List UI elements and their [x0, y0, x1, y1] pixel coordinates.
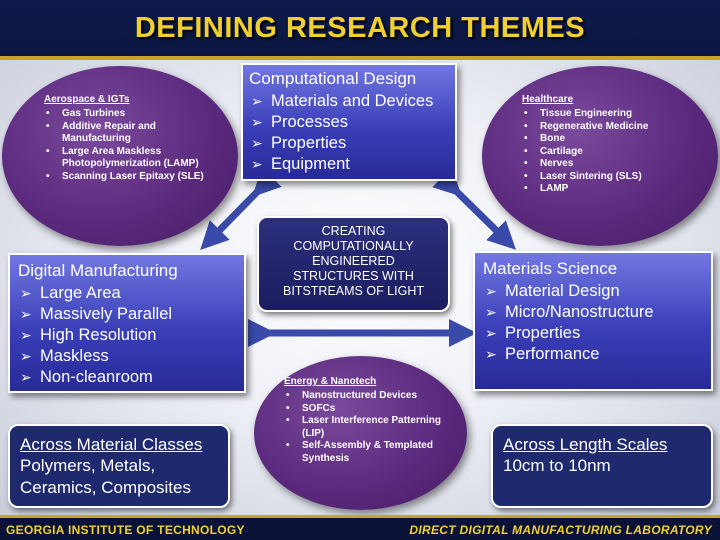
materials-science-box: Materials Science ➢Material Design ➢Micr…: [473, 251, 713, 391]
length-scales-title: Across Length Scales: [503, 435, 668, 454]
list-item: •Additive Repair and Manufacturing: [46, 120, 156, 145]
center-line: ENGINEERED: [312, 254, 395, 268]
footer-lab: DIRECT DIGITAL MANUFACTURING LABORATORY: [409, 523, 712, 537]
material-classes-title: Across Material Classes: [20, 435, 203, 454]
list-item: •Gas Turbines: [46, 108, 126, 119]
arrow-bullet-icon: ➢: [251, 114, 263, 130]
list-item: •Large Area Maskless Photopolymerization…: [46, 145, 199, 170]
list-item: •Cartilage: [524, 145, 583, 157]
arrow-bullet-icon: ➢: [20, 327, 32, 343]
healthcare-title: Healthcare: [522, 94, 574, 105]
length-scales-line: 10cm to 10nm: [503, 456, 611, 475]
list-item: •Scanning Laser Epitaxy (SLE): [46, 170, 204, 182]
digital-manufacturing-title: Digital Manufacturing: [18, 261, 178, 280]
list-item: ➢Non-cleanroom: [20, 368, 153, 386]
energy-list: •Nanostructured Devices •SOFCs •Laser In…: [284, 390, 454, 465]
digital-manufacturing-list: ➢Large Area ➢Massively Parallel ➢High Re…: [18, 283, 236, 388]
center-line: CREATING: [321, 224, 386, 238]
list-item: ➢Material Design: [485, 282, 620, 300]
center-line: COMPUTATIONALLY: [293, 239, 414, 253]
list-item: •SOFCs: [286, 402, 336, 414]
slide-title: DEFINING RESEARCH THEMES: [134, 12, 586, 44]
list-item: ➢Massively Parallel: [20, 305, 173, 323]
list-item: •LAMP: [524, 183, 569, 194]
list-item: ➢Properties: [485, 324, 581, 342]
list-item: •Laser Sintering (SLS): [524, 170, 642, 182]
footer-bar: GEORGIA INSTITUTE OF TECHNOLOGY DIRECT D…: [0, 515, 720, 540]
center-statement-box: CREATING COMPUTATIONALLY ENGINEERED STRU…: [257, 216, 450, 312]
energy-oval: Energy & Nanotech •Nanostructured Device…: [254, 356, 467, 510]
healthcare-list: •Tissue Engineering •Regenerative Medici…: [522, 108, 702, 196]
dot-bullet-icon: •: [524, 170, 528, 182]
list-item: ➢High Resolution: [20, 326, 157, 344]
arrow-bullet-icon: ➢: [20, 306, 32, 322]
list-item: ➢Micro/Nanostructure: [485, 303, 654, 321]
dot-bullet-icon: •: [524, 183, 528, 194]
list-item: ➢Large Area: [20, 284, 121, 302]
dot-bullet-icon: •: [524, 158, 528, 169]
materials-science-title: Materials Science: [483, 259, 618, 278]
list-item: •Self-Assembly & Templated Synthesis: [286, 440, 433, 464]
dot-bullet-icon: •: [524, 145, 528, 157]
arrow-bullet-icon: ➢: [485, 304, 497, 320]
arrow-bullet-icon: ➢: [251, 135, 263, 151]
list-item: ➢Maskless: [20, 347, 109, 365]
energy-title: Energy & Nanotech: [284, 376, 377, 387]
header-divider: [0, 56, 720, 60]
material-classes-box: Across Material Classes Polymers, Metals…: [8, 424, 230, 508]
computational-design-box: Computational Design ➢Materials and Devi…: [241, 63, 457, 181]
arrow-bullet-icon: ➢: [485, 325, 497, 341]
material-classes-line: Polymers, Metals,: [20, 456, 156, 475]
arrow-top-left: [200, 167, 282, 250]
computational-design-title: Computational Design: [249, 69, 417, 88]
dot-bullet-icon: •: [46, 120, 50, 132]
list-item: •Laser Interference Patterning (LIP): [286, 415, 441, 439]
arrow-bullet-icon: ➢: [251, 156, 263, 172]
arrow-bullet-icon: ➢: [20, 285, 32, 301]
dot-bullet-icon: •: [286, 402, 290, 414]
aerospace-list: •Gas Turbines •Additive Repair and Manuf…: [44, 108, 224, 183]
dot-bullet-icon: •: [286, 415, 290, 426]
computational-design-list: ➢Materials and Devices ➢Processes ➢Prope…: [249, 91, 449, 175]
header-bar: DEFINING RESEARCH THEMES: [0, 0, 720, 56]
list-item: •Regenerative Medicine: [524, 120, 649, 132]
dot-bullet-icon: •: [286, 390, 290, 401]
arrow-bullet-icon: ➢: [20, 348, 32, 364]
healthcare-oval: Healthcare •Tissue Engineering •Regenera…: [482, 66, 718, 246]
list-item: ➢Performance: [485, 345, 600, 363]
list-item: •Tissue Engineering: [524, 108, 633, 119]
dot-bullet-icon: •: [524, 108, 528, 119]
dot-bullet-icon: •: [286, 440, 290, 451]
material-classes-line: Ceramics, Composites: [20, 478, 191, 497]
arrow-top-right: [432, 167, 516, 250]
list-item: ➢Equipment: [251, 155, 350, 173]
arrow-bullet-icon: ➢: [485, 346, 497, 362]
list-item: ➢Processes: [251, 113, 349, 131]
dot-bullet-icon: •: [524, 120, 528, 132]
list-item: •Nerves: [524, 158, 574, 169]
digital-manufacturing-box: Digital Manufacturing ➢Large Area ➢Massi…: [8, 253, 246, 393]
length-scales-box: Across Length Scales 10cm to 10nm: [491, 424, 713, 508]
center-line: STRUCTURES WITH: [293, 269, 414, 283]
aerospace-title: Aerospace & IGTs: [44, 94, 130, 105]
dot-bullet-icon: •: [46, 170, 50, 182]
aerospace-oval: Aerospace & IGTs •Gas Turbines •Additive…: [2, 66, 238, 246]
arrow-bullet-icon: ➢: [251, 93, 263, 109]
arrow-bullet-icon: ➢: [485, 283, 497, 299]
materials-science-list: ➢Material Design ➢Micro/Nanostructure ➢P…: [483, 281, 703, 365]
list-item: ➢Materials and Devices: [251, 92, 434, 110]
list-item: •Nanostructured Devices: [286, 390, 418, 401]
list-item: •Bone: [524, 133, 565, 144]
dot-bullet-icon: •: [46, 145, 50, 157]
arrow-bullet-icon: ➢: [20, 369, 32, 385]
center-line: BITSTREAMS OF LIGHT: [283, 284, 424, 298]
footer-institution: GEORGIA INSTITUTE OF TECHNOLOGY: [6, 523, 245, 537]
list-item: ➢Properties: [251, 134, 347, 152]
dot-bullet-icon: •: [46, 108, 50, 119]
dot-bullet-icon: •: [524, 133, 528, 144]
